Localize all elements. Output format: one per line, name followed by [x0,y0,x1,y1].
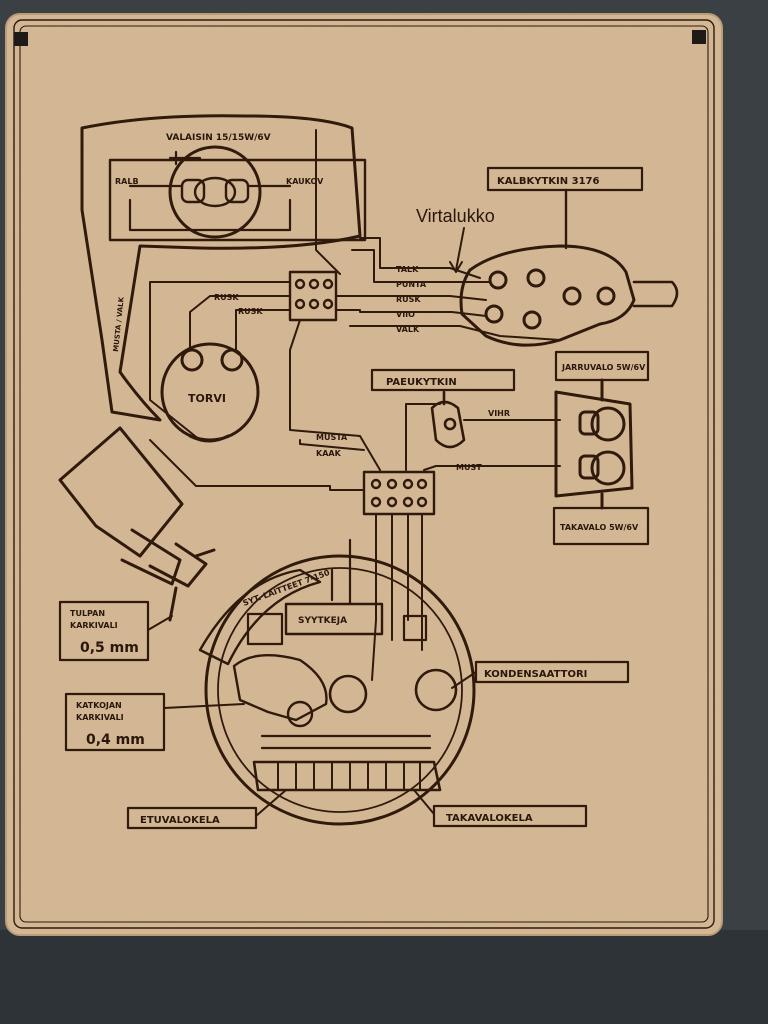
horn [160,342,260,443]
tail-lamp-label-box [552,506,650,546]
breaker-gap-label-1: KATKOJAN [76,701,122,710]
wire-rusk-b-label: RUSK [238,307,263,316]
wire-rusk-a-label: RUSK [214,293,239,302]
ignition-lock-label: Virtalukko [416,206,495,226]
headlamp-kaukov-label: KAUKOV [286,177,324,186]
brake-lamp-label: JARRUVALO 5W/6V [561,363,646,372]
tail-lamp-housing [554,378,634,510]
wire-musta-label: MUSTA [316,433,348,442]
headlight-coil-label-box [126,806,258,830]
breaker-gap-label-2: KARKIVALI [76,713,124,722]
headlight-coil-label: ETUVALOKELA [140,815,220,826]
tail-lamp-label: TAKAVALO 5W/6V [560,523,639,532]
condenser-pointer [451,671,477,689]
brake-switch-label-box [370,368,516,392]
junction-block-lower [362,470,436,516]
wire-punta-label: PUNTA [396,280,427,289]
border-frame-outer [13,19,715,929]
breaker-gap-label-3: 0,4 mm [86,732,145,748]
brake-switch [430,390,466,449]
table-shadow [0,930,768,1024]
wire-valk-label: VALK [396,325,420,334]
wire-kaak-label: KAAK [316,449,342,458]
breaker-gap-label-box [64,692,166,752]
taillight-coil-label: TAKAVALOKELA [446,813,533,824]
wire-vihr-label: VIHR [488,409,510,418]
wire-rusk-label: RUSK [396,295,421,304]
wire-tal-label: TALK [396,265,419,274]
plug-gap-label-box [58,600,150,662]
border-frame-inner [19,25,709,923]
plug-gap-label-3: 0,5 mm [80,640,139,656]
wire-mus-label: MUST [456,463,482,472]
headlamp-label: VALAISIN 15/15W/6V [166,133,271,143]
lock-pointer-arrow [449,227,465,273]
headlight-coil-pointer [255,789,287,817]
condenser-label: KONDENSAATTORI [484,669,587,680]
headlamp-ralb-label: RALB [115,177,139,186]
brake-switch-label: PAEUKYTKIN [386,377,457,388]
plug-gap-label-2: KARKIVALI [70,621,118,630]
horn-label: TORVI [188,392,226,405]
plug-gap-label-1: TULPAN [70,609,105,618]
mount-hole-right [692,30,706,44]
magneto-flywheel [198,538,476,826]
light-switch-label: KALBKYTKIN 3176 [497,176,599,187]
mount-hole-left [14,32,28,46]
wire-viio-label: VIIO [396,310,415,319]
headlamp-housing [80,114,367,422]
wires-headlamp-to-lock [315,129,561,341]
wires-brake-switch [405,403,561,471]
plug-gap-pointer [147,615,173,631]
wires-upper-block [149,281,381,471]
spark-plug [58,426,216,622]
wires-lower-block [149,439,423,681]
taillight-coil-label-box [432,804,588,828]
taillight-coil-pointer [413,789,435,815]
coil-label: SYYTKEJA [298,616,347,626]
breaker-gap-pointer [163,703,245,709]
